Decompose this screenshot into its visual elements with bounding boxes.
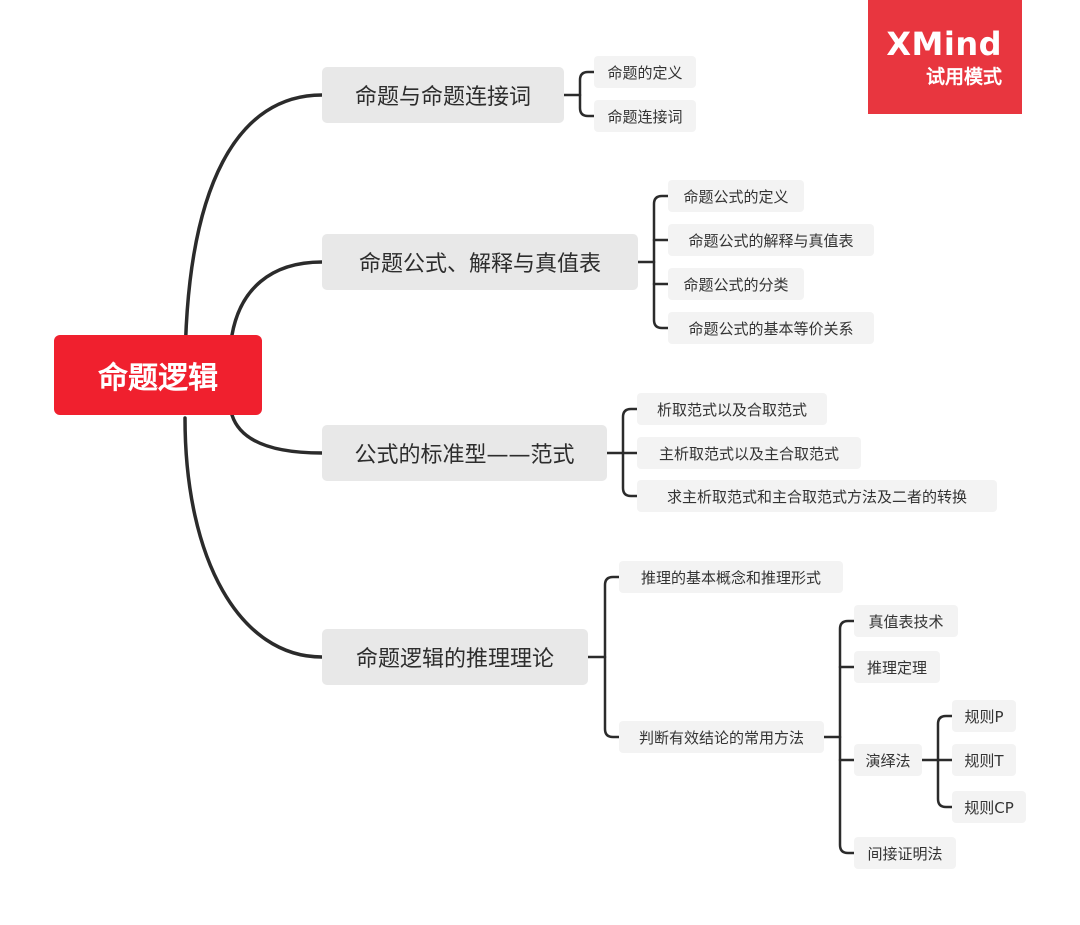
connector-b2-mid	[652, 238, 670, 286]
root-node[interactable]: 命题逻辑	[54, 335, 262, 415]
leaf-node-4-2[interactable]: 判断有效结论的常用方法	[619, 721, 824, 753]
leaf-node-4-1[interactable]: 推理的基本概念和推理形式	[619, 561, 843, 593]
connector-methods-mid	[838, 665, 856, 762]
leaf-node-2-2[interactable]: 命题公式的解释与真值表	[668, 224, 874, 256]
method-node-indirect-proof[interactable]: 间接证明法	[854, 837, 956, 869]
leaf-node-2-4[interactable]: 命题公式的基本等价关系	[668, 312, 874, 344]
leaf-node-2-1[interactable]: 命题公式的定义	[668, 180, 804, 212]
connector-root-branch-3	[230, 413, 324, 455]
branch-node-1[interactable]: 命题与命题连接词	[322, 67, 564, 123]
connector-root-branch-1	[183, 93, 324, 377]
connector-methods-bracket	[838, 619, 856, 855]
connector-b1-bracket	[578, 70, 596, 118]
leaf-node-2-3[interactable]: 命题公式的分类	[668, 268, 804, 300]
rule-node-cp[interactable]: 规则CP	[952, 791, 1026, 823]
method-node-deduction[interactable]: 演绎法	[854, 744, 922, 776]
connector-deduction-bracket	[936, 714, 954, 809]
watermark-title: XMind	[886, 25, 1002, 63]
connector-b2-bracket	[652, 194, 670, 330]
rule-node-t[interactable]: 规则T	[952, 744, 1016, 776]
connector-root-branch-2	[230, 260, 324, 337]
leaf-node-1-2[interactable]: 命题连接词	[594, 100, 696, 132]
connector-root-branch-4	[183, 416, 324, 659]
connector-b4-bracket	[603, 575, 621, 739]
branch-node-4[interactable]: 命题逻辑的推理理论	[322, 629, 588, 685]
leaf-node-1-1[interactable]: 命题的定义	[594, 56, 696, 88]
rule-node-p[interactable]: 规则P	[952, 700, 1016, 732]
method-node-truth-table[interactable]: 真值表技术	[854, 605, 958, 637]
branch-node-2[interactable]: 命题公式、解释与真值表	[322, 234, 638, 290]
leaf-node-3-3[interactable]: 求主析取范式和主合取范式方法及二者的转换	[637, 480, 997, 512]
trial-watermark: XMind 试用模式	[868, 0, 1022, 114]
leaf-node-3-2[interactable]: 主析取范式以及主合取范式	[637, 437, 861, 469]
leaf-node-3-1[interactable]: 析取范式以及合取范式	[637, 393, 827, 425]
method-node-inference-theorem[interactable]: 推理定理	[854, 651, 940, 683]
branch-node-3[interactable]: 公式的标准型——范式	[322, 425, 607, 481]
watermark-subtitle: 试用模式	[925, 66, 1002, 88]
